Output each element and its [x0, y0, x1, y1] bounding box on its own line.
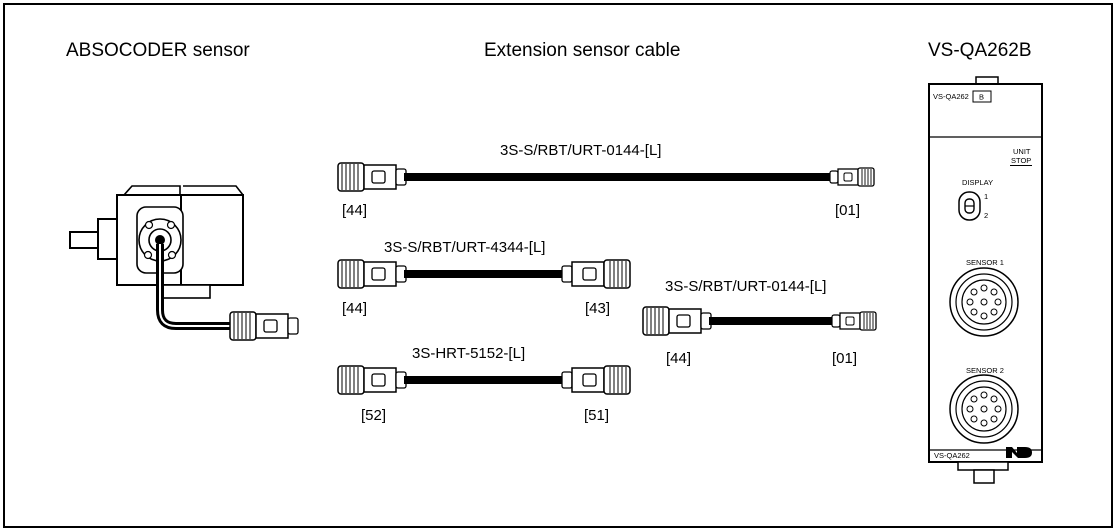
display-label: DISPLAY [962, 178, 993, 187]
connector-label-left: [52] [361, 407, 386, 424]
cable-4344: 3S-S/RBT/URT-4344-[L] [44] [43] [337, 239, 631, 317]
connector-label-right: [01] [835, 202, 860, 219]
connector-label-left: [44] [666, 350, 691, 367]
cable-name: 3S-S/RBT/URT-0144-[L] [665, 278, 826, 295]
sensor2-label: SENSOR 2 [966, 366, 1004, 375]
sensor1-label: SENSOR 1 [966, 258, 1004, 267]
cable-name: 3S-S/RBT/URT-0144-[L] [500, 142, 661, 159]
display-option-2: 2 [984, 211, 988, 220]
connector-label-left: [44] [342, 202, 367, 219]
header-absocoder-sensor: ABSOCODER sensor [66, 40, 250, 61]
cable-0144-top: 3S-S/RBT/URT-0144-[L] [44] [01] [337, 142, 875, 219]
absocoder-sensor-drawing [69, 185, 299, 341]
unit-model-suffix: B [979, 93, 984, 102]
bottom-model-label: VS-QA262 [934, 451, 970, 460]
cable-name: 3S-HRT-5152-[L] [412, 345, 525, 362]
header-unit-model: VS-QA262B [928, 40, 1032, 61]
connector-label-right: [43] [585, 300, 610, 317]
unit-stop-label-line1: UNIT [1013, 147, 1031, 156]
sensor2-socket [949, 374, 1019, 444]
connector-label-left: [44] [342, 300, 367, 317]
sensor1-socket [949, 267, 1019, 337]
cable-name: 3S-S/RBT/URT-4344-[L] [384, 239, 545, 256]
unit-stop-label-line2: STOP [1011, 156, 1031, 165]
header-extension-cable: Extension sensor cable [484, 40, 680, 61]
vs-qa262b-unit: VS-QA262 B UNIT STOP DISPLAY 1 2 SENSOR … [928, 76, 1043, 484]
npd-logo-icon [1006, 447, 1032, 458]
unit-model-label: VS-QA262 [933, 92, 969, 101]
connector-label-right: [51] [584, 407, 609, 424]
display-option-1: 1 [984, 192, 988, 201]
cable-hrt-5152: 3S-HRT-5152-[L] [52] [51] [337, 345, 631, 424]
connector-label-right: [01] [832, 350, 857, 367]
cable-0144-middle: 3S-S/RBT/URT-0144-[L] [44] [01] [642, 278, 877, 367]
